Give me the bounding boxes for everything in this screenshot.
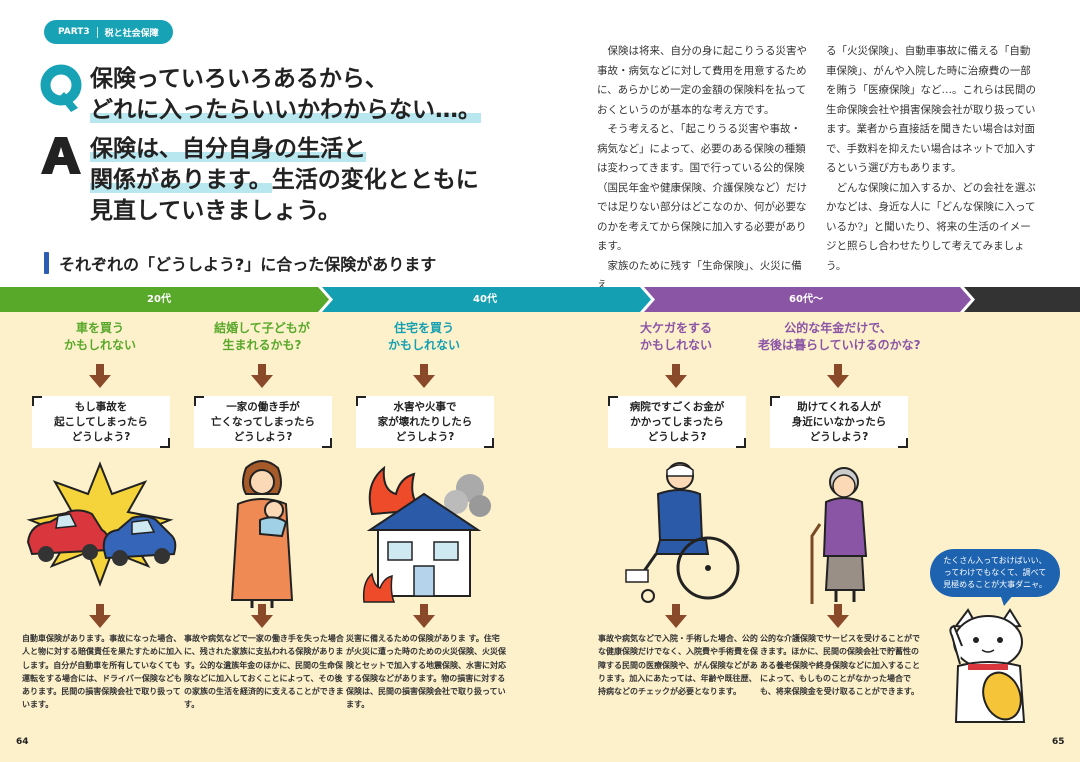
mother-baby-illustration [230, 460, 294, 608]
scenario-question: 住宅を買う [393, 321, 454, 335]
worry-box: 一家の働き手が亡くなってしまったらどうしよう? [194, 396, 332, 448]
scenario-question: 生まれるかも? [222, 338, 302, 352]
worry-line: 助けてくれる人が [797, 401, 881, 413]
down-arrow-icon [89, 364, 111, 388]
worry-line: 身近にいなかったら [791, 416, 887, 428]
worry-line: どうしよう? [809, 431, 869, 443]
a-mark-icon [41, 137, 81, 174]
scenario-question: 車を買う [75, 321, 124, 335]
age-timeline: 20代 40代 60代～ [0, 287, 1080, 312]
timeline-20s: 20代 [147, 294, 171, 305]
car-crash-illustration [26, 461, 177, 587]
part-badge: PART3 税と社会保障 [44, 20, 173, 44]
scenario-elderly: 公的な年金だけで、老後は暮らしていけるのかな? 助けてくれる人が身近にいなかった… [758, 320, 921, 696]
down-arrow-icon [89, 604, 111, 628]
down-arrow-icon [665, 604, 687, 628]
scenario-question: 結婚して子どもが [214, 321, 310, 335]
worry-box: 水害や火事で家が壊れたりしたらどうしよう? [356, 396, 494, 448]
heading-bar [44, 252, 49, 274]
scenario-house: 住宅を買うかもしれない 水害や火事で家が壊れたりしたらどうしよう? 災害に備える… [344, 320, 506, 709]
intro-paragraph: どんな保険に加入するか、どの会社を選ぶかなどは、身近な人に「どんな保険に入ってい… [826, 181, 1036, 272]
scenario-car: 車を買うかもしれない もし事故を起こしてしまったらどうしよう? 自動車保険があり… [20, 320, 182, 709]
worry-line: 起こしてしまったら [54, 416, 148, 428]
worry-line: 家が壊れたりしたら [377, 416, 473, 428]
bubble-line: 見極めることが大事ダニャ。 [943, 580, 1047, 589]
worry-line: かかってしまったら [630, 416, 724, 428]
question-line-2: どれに入ったらいいかわからない…。 [90, 97, 481, 123]
worry-line: もし事故を [74, 401, 128, 413]
cream-panel [0, 312, 1080, 762]
bubble-line: ってわけでもなくて、調べて [943, 568, 1047, 577]
intro-column-right: る「火災保険」、自動車事故に備える「自動車保険」、がんや入院した時に治療費の一部… [826, 42, 1040, 276]
scenario-question: 老後は暮らしていけるのかな? [758, 338, 921, 352]
lucky-cat-icon [949, 608, 1026, 723]
down-arrow-icon [665, 364, 687, 388]
question-line-1: 保険っていろいろあるから、 [90, 66, 388, 92]
intro-paragraph: 家族のために残す「生命保険」、火災に備え [597, 259, 802, 292]
timeline-60s: 60代～ [789, 294, 823, 305]
burning-house-illustration [362, 465, 491, 603]
insurance-description: 公的な介護保険でサービスを受けることができます。ほかに、民間の保険会社で貯蓄性の… [760, 634, 920, 697]
bubble-tail [1000, 594, 1014, 606]
answer-line-1: 保険は、自分自身の生活と [90, 136, 366, 162]
page-number-right: 65 [1052, 737, 1065, 747]
page-number-left: 64 [16, 737, 29, 747]
scenario-question: かもしれない [387, 338, 460, 352]
worry-line: どうしよう? [647, 431, 707, 443]
worry-line: 一家の働き手が [226, 401, 300, 413]
insurance-description: 事故や病気などで入院・手術した場合、公的な健康保険だけでなく、入院費や手術費を保… [598, 634, 758, 697]
section-title: それぞれの「どうしよう?」に合った保険があります [59, 255, 437, 274]
timeline-arrows [0, 287, 1080, 312]
worry-line: 亡くなってしまったら [210, 416, 316, 428]
worry-line: どうしよう? [71, 431, 131, 443]
scenario-question: 大ケガをする [639, 321, 712, 335]
down-arrow-icon [827, 604, 849, 628]
scenario-injury: 大ケガをするかもしれない 病院ですごくお金がかかってしまったらどうしよう? 事故… [596, 320, 758, 696]
worry-box: 病院ですごくお金がかかってしまったらどうしよう? [608, 396, 746, 448]
answer-line-2b: 生活の変化とともに [271, 167, 479, 193]
q-mark-icon [40, 64, 82, 112]
intro-paragraph: そう考えると、「起こりうる災害や事故・病気など」によって、必要のある保険の種類は… [597, 123, 807, 252]
scenario-family: 結婚して子どもが生まれるかも? 一家の働き手が亡くなってしまったらどうしよう? … [182, 320, 344, 709]
worry-line: どうしよう? [395, 431, 455, 443]
down-arrow-icon [413, 364, 435, 388]
insurance-description: 災害に備えるための保険がありま す。住宅が火災に遭った時のための火災保険、火災保… [346, 634, 506, 710]
worry-line: 病院ですごくお金が [629, 401, 725, 413]
worry-line: どうしよう? [233, 431, 293, 443]
intro-paragraph: 保険は将来、自分の身に起こりうる災害や事故・病気などに対して費用を用意するために… [597, 45, 807, 116]
intro-column-left: 保険は将来、自分の身に起こりうる災害や事故・病気などに対して費用を用意するために… [597, 42, 807, 296]
down-arrow-icon [413, 604, 435, 628]
bubble-line: たくさん入っておけばいい、 [943, 556, 1047, 565]
scenario-question: かもしれない [63, 338, 136, 352]
part-number: PART3 [58, 27, 90, 37]
worry-box: 助けてくれる人が身近にいなかったらどうしよう? [770, 396, 908, 448]
section-heading: それぞれの「どうしよう?」に合った保険があります [44, 251, 436, 275]
intro-paragraph: る「火災保険」、自動車事故に備える「自動車保険」、がんや入院した時に治療費の一部… [826, 45, 1036, 174]
worry-line: 水害や火事で [393, 401, 457, 413]
answer-line-3: 見直していきましょう。 [90, 198, 341, 224]
insurance-description: 自動車保険があります。事故になった場合、人と物に対する賠償責任を果たすために加入… [22, 634, 182, 710]
worry-box: もし事故を起こしてしまったらどうしよう? [32, 396, 170, 448]
wheelchair-patient-illustration [625, 462, 740, 603]
scenario-question: 公的な年金だけで、 [784, 321, 892, 335]
part-category: 税と社会保障 [104, 28, 159, 39]
answer-line-2a: 関係があります。 [90, 167, 272, 193]
timeline-40s: 40代 [473, 294, 497, 305]
down-arrow-icon [251, 364, 273, 388]
insurance-description: 事故や病気などで一家の働き手を失った場合に、残された家族に支払われる保険がありま… [184, 634, 344, 710]
speech-bubble: たくさん入っておけばいい、 ってわけでもなくて、調べて 見極めることが大事ダニャ… [930, 549, 1060, 597]
elderly-woman-illustration [810, 467, 868, 604]
down-arrow-icon [827, 364, 849, 388]
badge-divider [96, 26, 98, 38]
down-arrow-icon [251, 604, 273, 628]
scenario-question: かもしれない [639, 338, 712, 352]
